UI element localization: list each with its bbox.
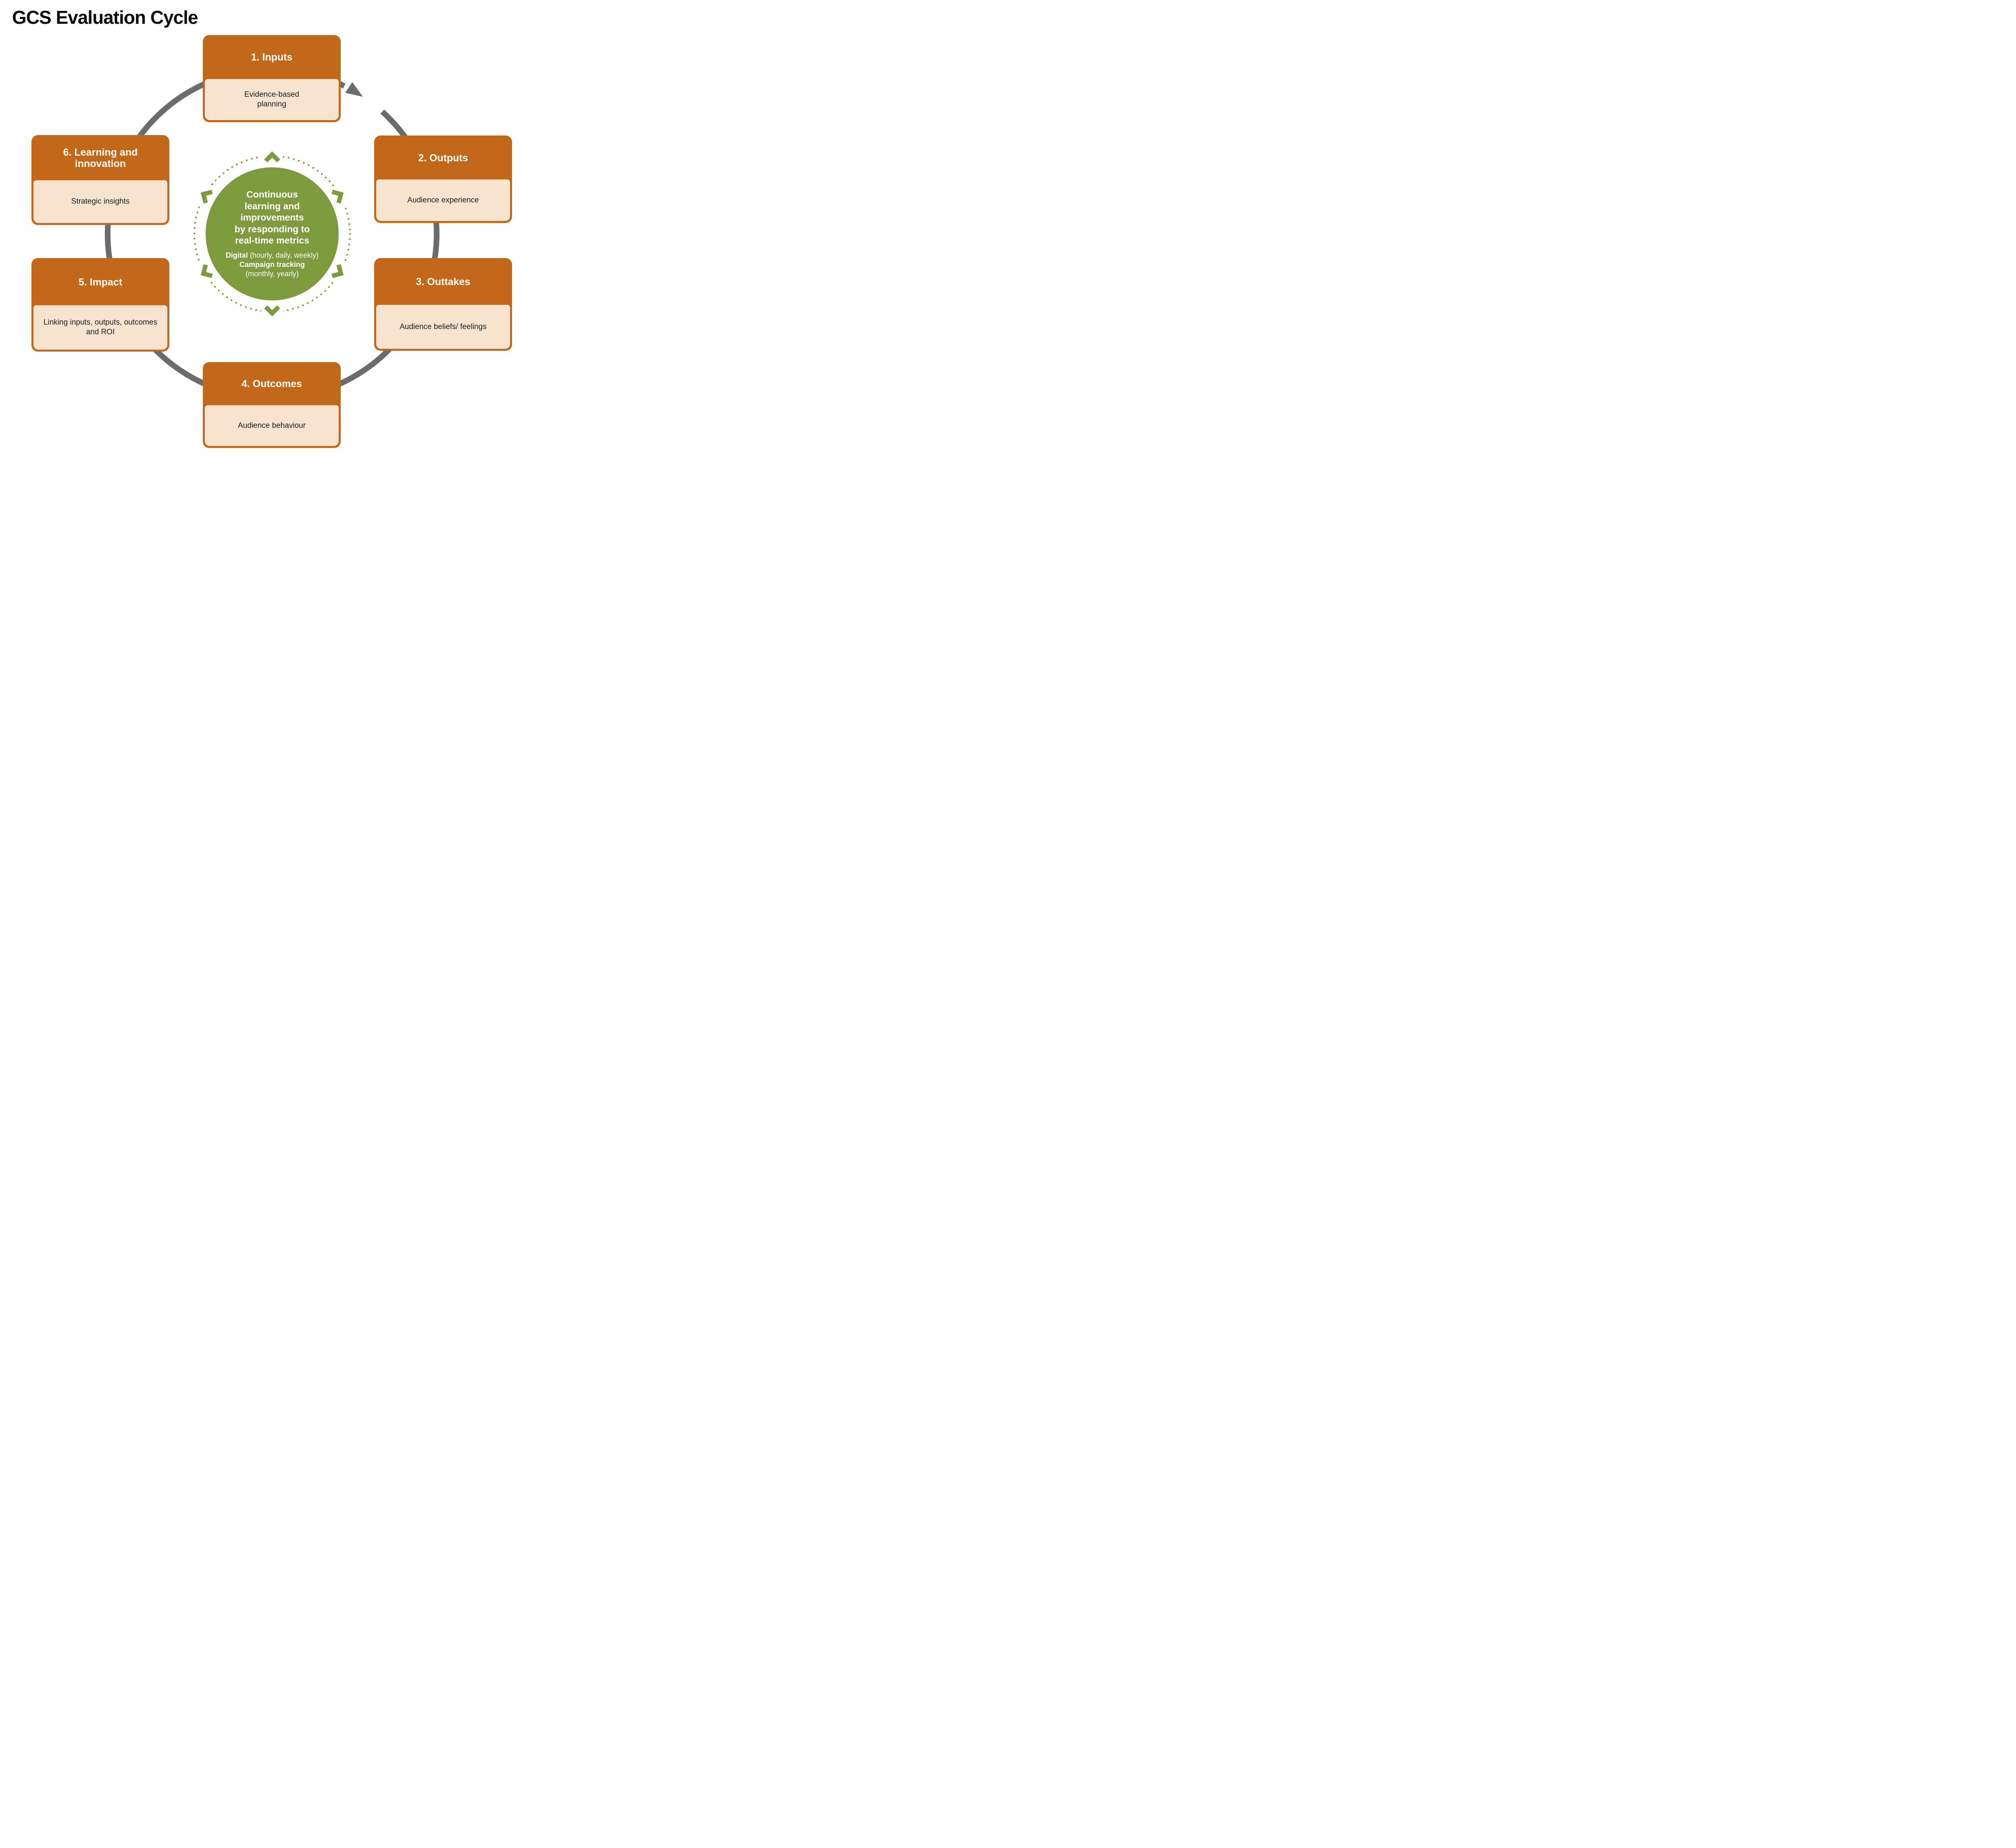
stage-header: 5. Impact bbox=[31, 258, 169, 305]
cycle-arc bbox=[104, 66, 439, 401]
chevron-icon bbox=[200, 190, 213, 204]
stage-box-impact: 5. Impact Linking inputs, outputs, outco… bbox=[31, 258, 169, 352]
ring-chevron-south bbox=[261, 300, 283, 322]
stage-title: 2. Outputs bbox=[418, 152, 468, 164]
stage-body-panel: Audience experience bbox=[376, 179, 510, 221]
center-heading-line: real-time metrics bbox=[235, 235, 310, 246]
chevron-icon bbox=[200, 264, 213, 278]
stage-title: 3. Outtakes bbox=[416, 276, 471, 288]
ring-chevron-southwest bbox=[194, 261, 217, 283]
stage-header: 2. Outputs bbox=[374, 135, 512, 179]
ring-chevron-northwest bbox=[194, 184, 217, 206]
stage-header: 1. Inputs bbox=[203, 35, 341, 79]
chevron-icon bbox=[331, 264, 344, 278]
stage-box-inputs: 1. Inputs Evidence-based planning bbox=[203, 35, 341, 122]
stage-title: 4. Outcomes bbox=[241, 378, 302, 390]
center-metrics: Digital (hourly, daily, weekly) Campaign… bbox=[226, 251, 319, 279]
chevron-icon bbox=[264, 305, 280, 317]
stage-box-outcomes: 4. Outcomes Audience behaviour bbox=[203, 362, 341, 448]
page-title: GCS Evaluation Cycle bbox=[12, 7, 198, 28]
center-heading-line: Continuous bbox=[246, 189, 298, 200]
stage-description: Audience beliefs/ feelings bbox=[400, 322, 487, 331]
stage-body-panel: Audience beliefs/ feelings bbox=[376, 304, 510, 349]
ring-chevron-northeast bbox=[328, 184, 350, 206]
stage-header: 4. Outcomes bbox=[203, 362, 341, 405]
center-heading: Continuous learning and improvements by … bbox=[235, 189, 310, 246]
chevron-icon bbox=[264, 151, 280, 163]
stage-description: Audience behaviour bbox=[238, 421, 306, 430]
stage-title: 1. Inputs bbox=[251, 52, 293, 63]
stage-header: 3. Outtakes bbox=[374, 258, 512, 305]
stage-box-learning-innovation: 6. Learning and innovation Strategic ins… bbox=[31, 135, 169, 225]
cycle-graphics bbox=[104, 66, 439, 401]
stage-description: Strategic insights bbox=[71, 197, 130, 206]
cycle-arrowhead-icon bbox=[345, 82, 363, 97]
stage-description: Linking inputs, outputs, outcomes and RO… bbox=[43, 318, 157, 336]
metric-digital: Digital (hourly, daily, weekly) bbox=[225, 251, 319, 259]
center-heading-line: learning and bbox=[244, 200, 300, 211]
stage-title: 6. Learning and innovation bbox=[63, 147, 138, 170]
metric-campaign-tracking: Campaign tracking bbox=[239, 260, 305, 269]
center-heading-line: improvements bbox=[240, 212, 304, 223]
gcs-evaluation-cycle-diagram: Continuous learning and improvements by … bbox=[0, 0, 537, 462]
ring-chevron-north bbox=[261, 146, 283, 168]
ring-chevron-southeast bbox=[328, 261, 350, 283]
stage-box-outputs: 2. Outputs Audience experience bbox=[374, 135, 512, 223]
stage-body-panel: Strategic insights bbox=[33, 180, 167, 223]
stage-body-panel: Linking inputs, outputs, outcomes and RO… bbox=[33, 305, 167, 350]
metric-campaign-tracking-frequency: (monthly, yearly) bbox=[246, 270, 299, 278]
stage-body-panel: Evidence-based planning bbox=[205, 79, 339, 120]
stage-description: Evidence-based planning bbox=[244, 90, 300, 108]
chevron-icon bbox=[331, 190, 344, 204]
stage-description: Audience experience bbox=[407, 196, 479, 204]
stage-body-panel: Audience behaviour bbox=[205, 405, 339, 446]
stage-header: 6. Learning and innovation bbox=[31, 135, 169, 180]
center-heading-line: by responding to bbox=[234, 223, 310, 234]
center-circle: Continuous learning and improvements by … bbox=[206, 167, 339, 300]
stage-box-outtakes: 3. Outtakes Audience beliefs/ feelings bbox=[374, 258, 512, 351]
stage-title: 5. Impact bbox=[78, 276, 123, 288]
